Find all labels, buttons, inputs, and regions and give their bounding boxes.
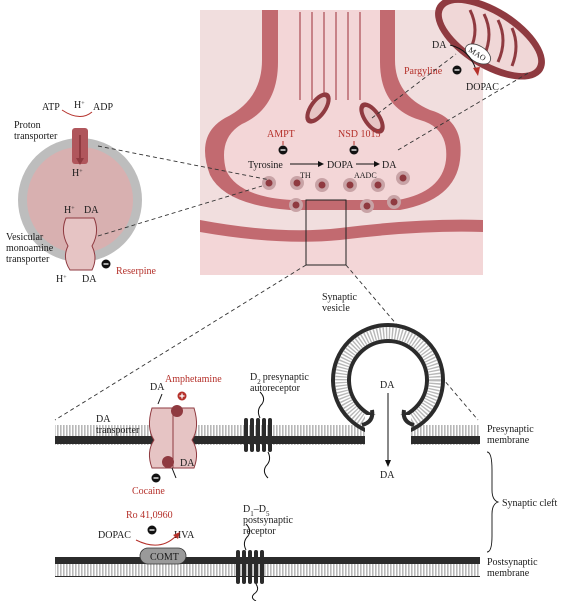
synapse-detail: Synaptic vesicle DA DA Amphetamine DA DA… [55,292,557,601]
comt-label: COMT [150,552,179,563]
dat-label-2: transporter [96,425,140,436]
presyn-membrane-label-2: membrane [487,435,530,446]
cleft-bracket [487,452,498,552]
th-label: TH [300,171,311,180]
dopa-label: DOPA [327,160,354,171]
adp-label: ADP [93,102,113,113]
syn-vesicle-label-2: vesicle [322,303,350,314]
cocaine-label: Cocaine [132,486,165,497]
postsyn-membrane-label-1: Postsynaptic [487,557,538,568]
vesicle-da-in-label: DA [84,205,99,216]
dat-label-1: DA [96,414,111,425]
vesicle-da-label: DA [380,380,395,391]
da-left-label: DA [150,382,165,393]
vmat-transporter [63,218,96,270]
vmat-label-1: Vesicular [6,232,44,243]
d1d5-label-2: postsynaptic [243,515,294,526]
postsyn-membrane-label-2: membrane [487,568,530,579]
dat-binding-site-bottom [162,456,174,468]
ro-label: Ro 41,0960 [126,510,173,521]
d1d5-label-3: receptor [243,526,276,537]
synaptic-cleft-label: Synaptic cleft [502,498,557,509]
syn-vesicle-label-1: Synaptic [322,292,358,303]
da-left2-label: DA [180,458,195,469]
cleft-da-label: DA [380,470,395,481]
hplus-bottom-label: H+ [56,274,67,285]
mito-dopac-label: DOPAC [466,82,499,93]
ampt-label: AMPT [267,129,295,140]
vesicle-inset: ATP H+ ADP Proton transporter H+ H+ DA V… [6,100,157,285]
pargyline-label: Pargyline [404,66,443,77]
proton-transporter-label-1: Proton [14,120,41,131]
aadc-label: AADC [354,171,377,180]
mito-da-label: DA [432,40,447,51]
vmat-label-3: transporter [6,254,50,265]
d2-label-2: autoreceptor [250,383,301,394]
vmat-label-2: monoamine [6,243,54,254]
postsynaptic-membrane [55,557,480,577]
presyn-membrane-label-1: Presynaptic [487,424,534,435]
atp-label: ATP [42,102,60,113]
da-label: DA [382,160,397,171]
dopac-label: DOPAC [98,530,131,541]
nsd1015-label: NSD 1015 [338,129,381,140]
dat-binding-site-top [171,405,183,417]
vesicle-da-bottom-label: DA [82,274,97,285]
proton-transporter-label-2: transporter [14,131,58,142]
reserpine-label: Reserpine [116,266,157,277]
tyrosine-label: Tyrosine [248,160,283,171]
hplus-top-label: H+ [74,100,85,111]
amphetamine-label: Amphetamine [165,374,222,385]
